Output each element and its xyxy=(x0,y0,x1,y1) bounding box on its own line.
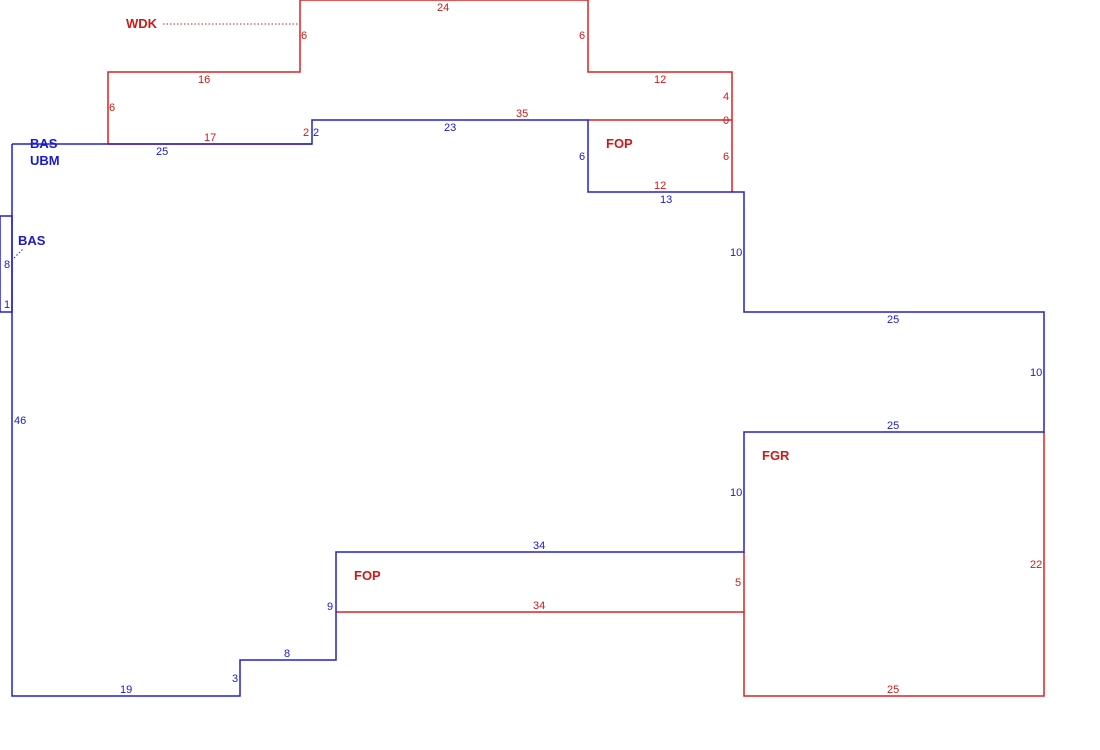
dim-label: 19 xyxy=(120,684,132,696)
dim-label: 12 xyxy=(654,180,666,192)
fop-top-label: FOP xyxy=(606,136,633,151)
dim-label: 10 xyxy=(1030,367,1042,379)
dim-label: 4 xyxy=(723,91,729,103)
small-bas-leader xyxy=(13,247,25,259)
dim-label: 6 xyxy=(109,102,115,114)
dim-label: 1 xyxy=(4,299,10,311)
bas-outline xyxy=(11,119,1045,697)
dim-label: 16 xyxy=(198,74,210,86)
fgr-label: FGR xyxy=(762,448,790,463)
dim-label: 10 xyxy=(730,247,742,259)
dim-label: 0 xyxy=(723,115,729,127)
ubm-label: UBM xyxy=(30,153,60,168)
small-bas-label: BAS xyxy=(18,233,46,248)
dim-label: 34 xyxy=(533,600,545,612)
dim-label: 2 xyxy=(303,127,309,139)
wdk-outline xyxy=(107,0,733,192)
dim-label: 8 xyxy=(4,259,10,271)
dim-label: 6 xyxy=(579,30,585,42)
dim-label: 25 xyxy=(156,146,168,158)
dim-label: 10 xyxy=(730,487,742,499)
wdk-label: WDK xyxy=(126,16,158,31)
bas-label: BAS xyxy=(30,136,58,151)
dim-label: 25 xyxy=(887,684,899,696)
dim-label: 25 xyxy=(887,420,899,432)
dim-label: 8 xyxy=(284,648,290,660)
dim-label: 23 xyxy=(444,122,456,134)
dim-label: 12 xyxy=(654,74,666,86)
fgr-outline xyxy=(743,432,1045,697)
dim-label: 24 xyxy=(437,2,449,14)
small-bas-outline xyxy=(0,215,13,313)
dim-label: 46 xyxy=(14,415,26,427)
dim-label: 2 xyxy=(313,127,319,139)
dim-label: 5 xyxy=(735,577,741,589)
fop-bottom-label: FOP xyxy=(354,568,381,583)
dim-label: 25 xyxy=(887,314,899,326)
dim-label: 17 xyxy=(204,132,216,144)
dim-label: 6 xyxy=(579,151,585,163)
dim-label: 9 xyxy=(327,601,333,613)
dim-label: 35 xyxy=(516,108,528,120)
dim-label: 6 xyxy=(301,30,307,42)
dim-label: 22 xyxy=(1030,559,1042,571)
dim-label: 3 xyxy=(232,673,238,685)
dim-label: 6 xyxy=(723,151,729,163)
dim-label: 13 xyxy=(660,194,672,206)
dim-label: 34 xyxy=(533,540,545,552)
